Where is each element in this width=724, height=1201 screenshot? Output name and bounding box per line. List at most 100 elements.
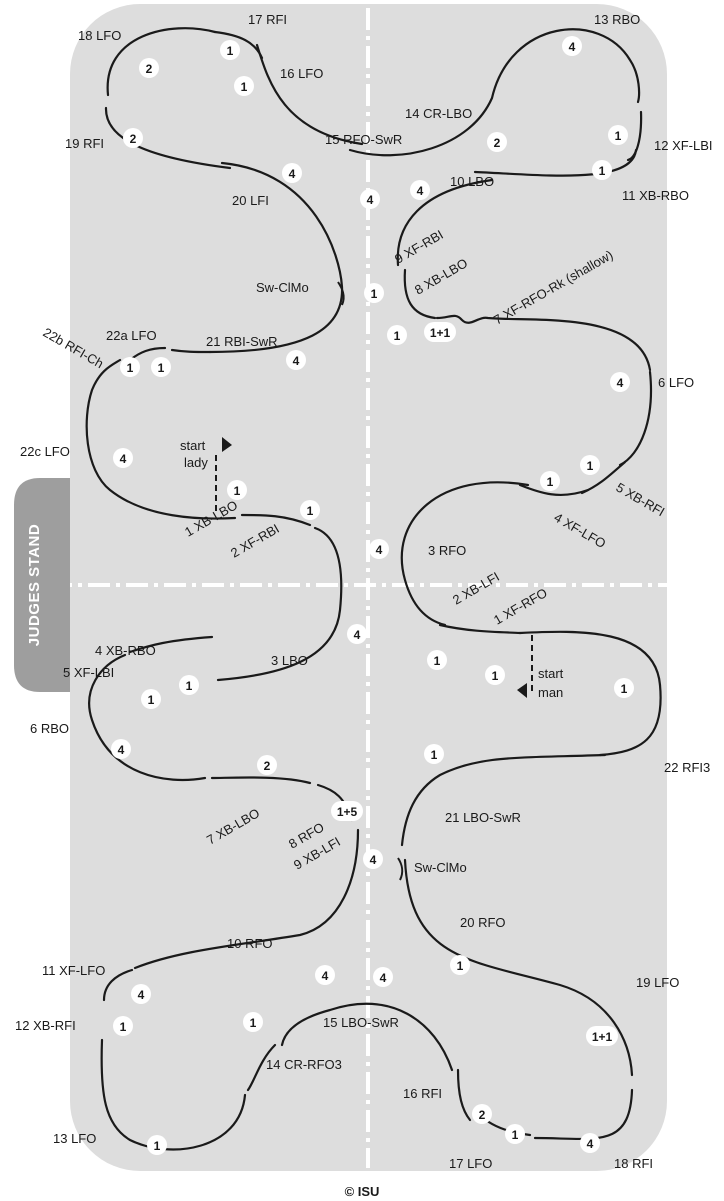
beat-badge xyxy=(123,128,143,148)
step-label: 20 RFO xyxy=(460,915,506,930)
edge-path xyxy=(280,1002,454,1072)
beat-count: 4 xyxy=(587,1137,594,1151)
step-label: Sw-ClMo xyxy=(414,860,467,875)
beat-badge xyxy=(487,132,507,152)
beat-count: 4 xyxy=(417,184,424,198)
beat-count: 1 xyxy=(148,693,155,707)
beat-badge xyxy=(373,967,393,987)
beat-marker: 1+5 xyxy=(331,801,363,821)
start-label: man xyxy=(538,685,563,700)
beat-count: 1 xyxy=(621,682,628,696)
beat-marker: 1 xyxy=(387,325,407,345)
beat-marker: 1 xyxy=(592,160,612,180)
beat-count: 1 xyxy=(154,1139,161,1153)
beat-count: 1+1 xyxy=(592,1030,613,1044)
beat-badge xyxy=(360,189,380,209)
beat-marker: 4 xyxy=(410,180,430,200)
step-label: 15 LBO-SwR xyxy=(323,1015,399,1030)
edge-path xyxy=(598,683,662,757)
edge-path xyxy=(400,481,530,627)
beat-marker: 1 xyxy=(485,665,505,685)
start-arrow xyxy=(222,437,232,452)
step-label: 22a LFO xyxy=(106,328,157,343)
swing-mark xyxy=(397,857,404,881)
step-label: 3 LBO xyxy=(271,653,308,668)
beat-badge xyxy=(179,675,199,695)
beat-marker: 1 xyxy=(540,471,560,491)
step-label: 13 LFO xyxy=(53,1131,96,1146)
step-label: 11 XB-RBO xyxy=(622,188,689,203)
beat-badge xyxy=(450,955,470,975)
edge-path xyxy=(438,623,522,635)
beat-badge xyxy=(286,350,306,370)
edge-path xyxy=(403,858,634,1077)
edge-path xyxy=(348,28,641,157)
beat-badge xyxy=(227,480,247,500)
beat-marker: 4 xyxy=(360,189,380,209)
edge-path xyxy=(618,370,652,467)
edge-path xyxy=(106,27,217,97)
beat-badge xyxy=(592,160,612,180)
beat-count: 1 xyxy=(457,959,464,973)
beat-badge xyxy=(580,1133,600,1153)
edge-path xyxy=(456,1068,472,1122)
beat-count: 4 xyxy=(322,969,329,983)
edge-path xyxy=(435,314,652,372)
beat-badge xyxy=(580,455,600,475)
beat-marker: 1 xyxy=(505,1124,525,1144)
step-label: 16 LFO xyxy=(280,66,323,81)
beat-marker: 1 xyxy=(141,689,161,709)
beat-count: 2 xyxy=(130,132,137,146)
beat-marker: 4 xyxy=(347,624,367,644)
beat-marker: 1 xyxy=(450,955,470,975)
beat-badge xyxy=(141,689,161,709)
beat-badge xyxy=(410,180,430,200)
start-label: lady xyxy=(184,455,208,470)
beat-count: 4 xyxy=(120,452,127,466)
beat-marker: 2 xyxy=(139,58,159,78)
step-label: 3 RFO xyxy=(428,543,466,558)
beat-count: 4 xyxy=(569,40,576,54)
step-label: 18 LFO xyxy=(78,28,121,43)
edge-path xyxy=(403,268,437,320)
beat-badge xyxy=(139,58,159,78)
step-label: 6 RBO xyxy=(30,721,69,736)
beat-badge xyxy=(424,744,444,764)
beat-marker: 1+1 xyxy=(586,1026,618,1046)
beat-count: 2 xyxy=(264,759,271,773)
beat-marker: 2 xyxy=(487,132,507,152)
beat-count: 4 xyxy=(289,167,296,181)
beat-marker: 1 xyxy=(179,675,199,695)
step-label: 17 RFI xyxy=(248,12,287,27)
beat-marker: 1 xyxy=(424,744,444,764)
beat-badge xyxy=(485,665,505,685)
beat-count: 1+1 xyxy=(430,326,451,340)
beat-marker: 1 xyxy=(243,1012,263,1032)
edge-path xyxy=(216,526,343,682)
edge-path xyxy=(400,753,607,847)
judges-stand-tab xyxy=(14,478,70,692)
beat-badge xyxy=(220,40,240,60)
beat-marker: 1 xyxy=(614,678,634,698)
edge-path xyxy=(88,653,207,782)
step-label: 21 RBI-SwR xyxy=(206,334,278,349)
edge-path xyxy=(133,828,360,970)
step-label: 22 RFI3 xyxy=(664,760,710,775)
beat-marker: 4 xyxy=(610,372,630,392)
edge-path xyxy=(208,161,344,354)
beat-count: 1 xyxy=(227,44,234,58)
beat-badge xyxy=(151,357,171,377)
beat-badge xyxy=(234,76,254,96)
beat-marker: 1 xyxy=(580,455,600,475)
step-label: 20 LFI xyxy=(232,193,269,208)
beat-count: 2 xyxy=(494,136,501,150)
beat-marker: 1 xyxy=(608,125,628,145)
beat-badge xyxy=(427,650,447,670)
step-label: 5 XF-LBI xyxy=(63,665,114,680)
edge-path xyxy=(396,178,494,267)
step-label: 19 RFI xyxy=(65,136,104,151)
edge-path xyxy=(170,348,212,354)
step-label: 14 CR-RFO3 xyxy=(266,1057,342,1072)
